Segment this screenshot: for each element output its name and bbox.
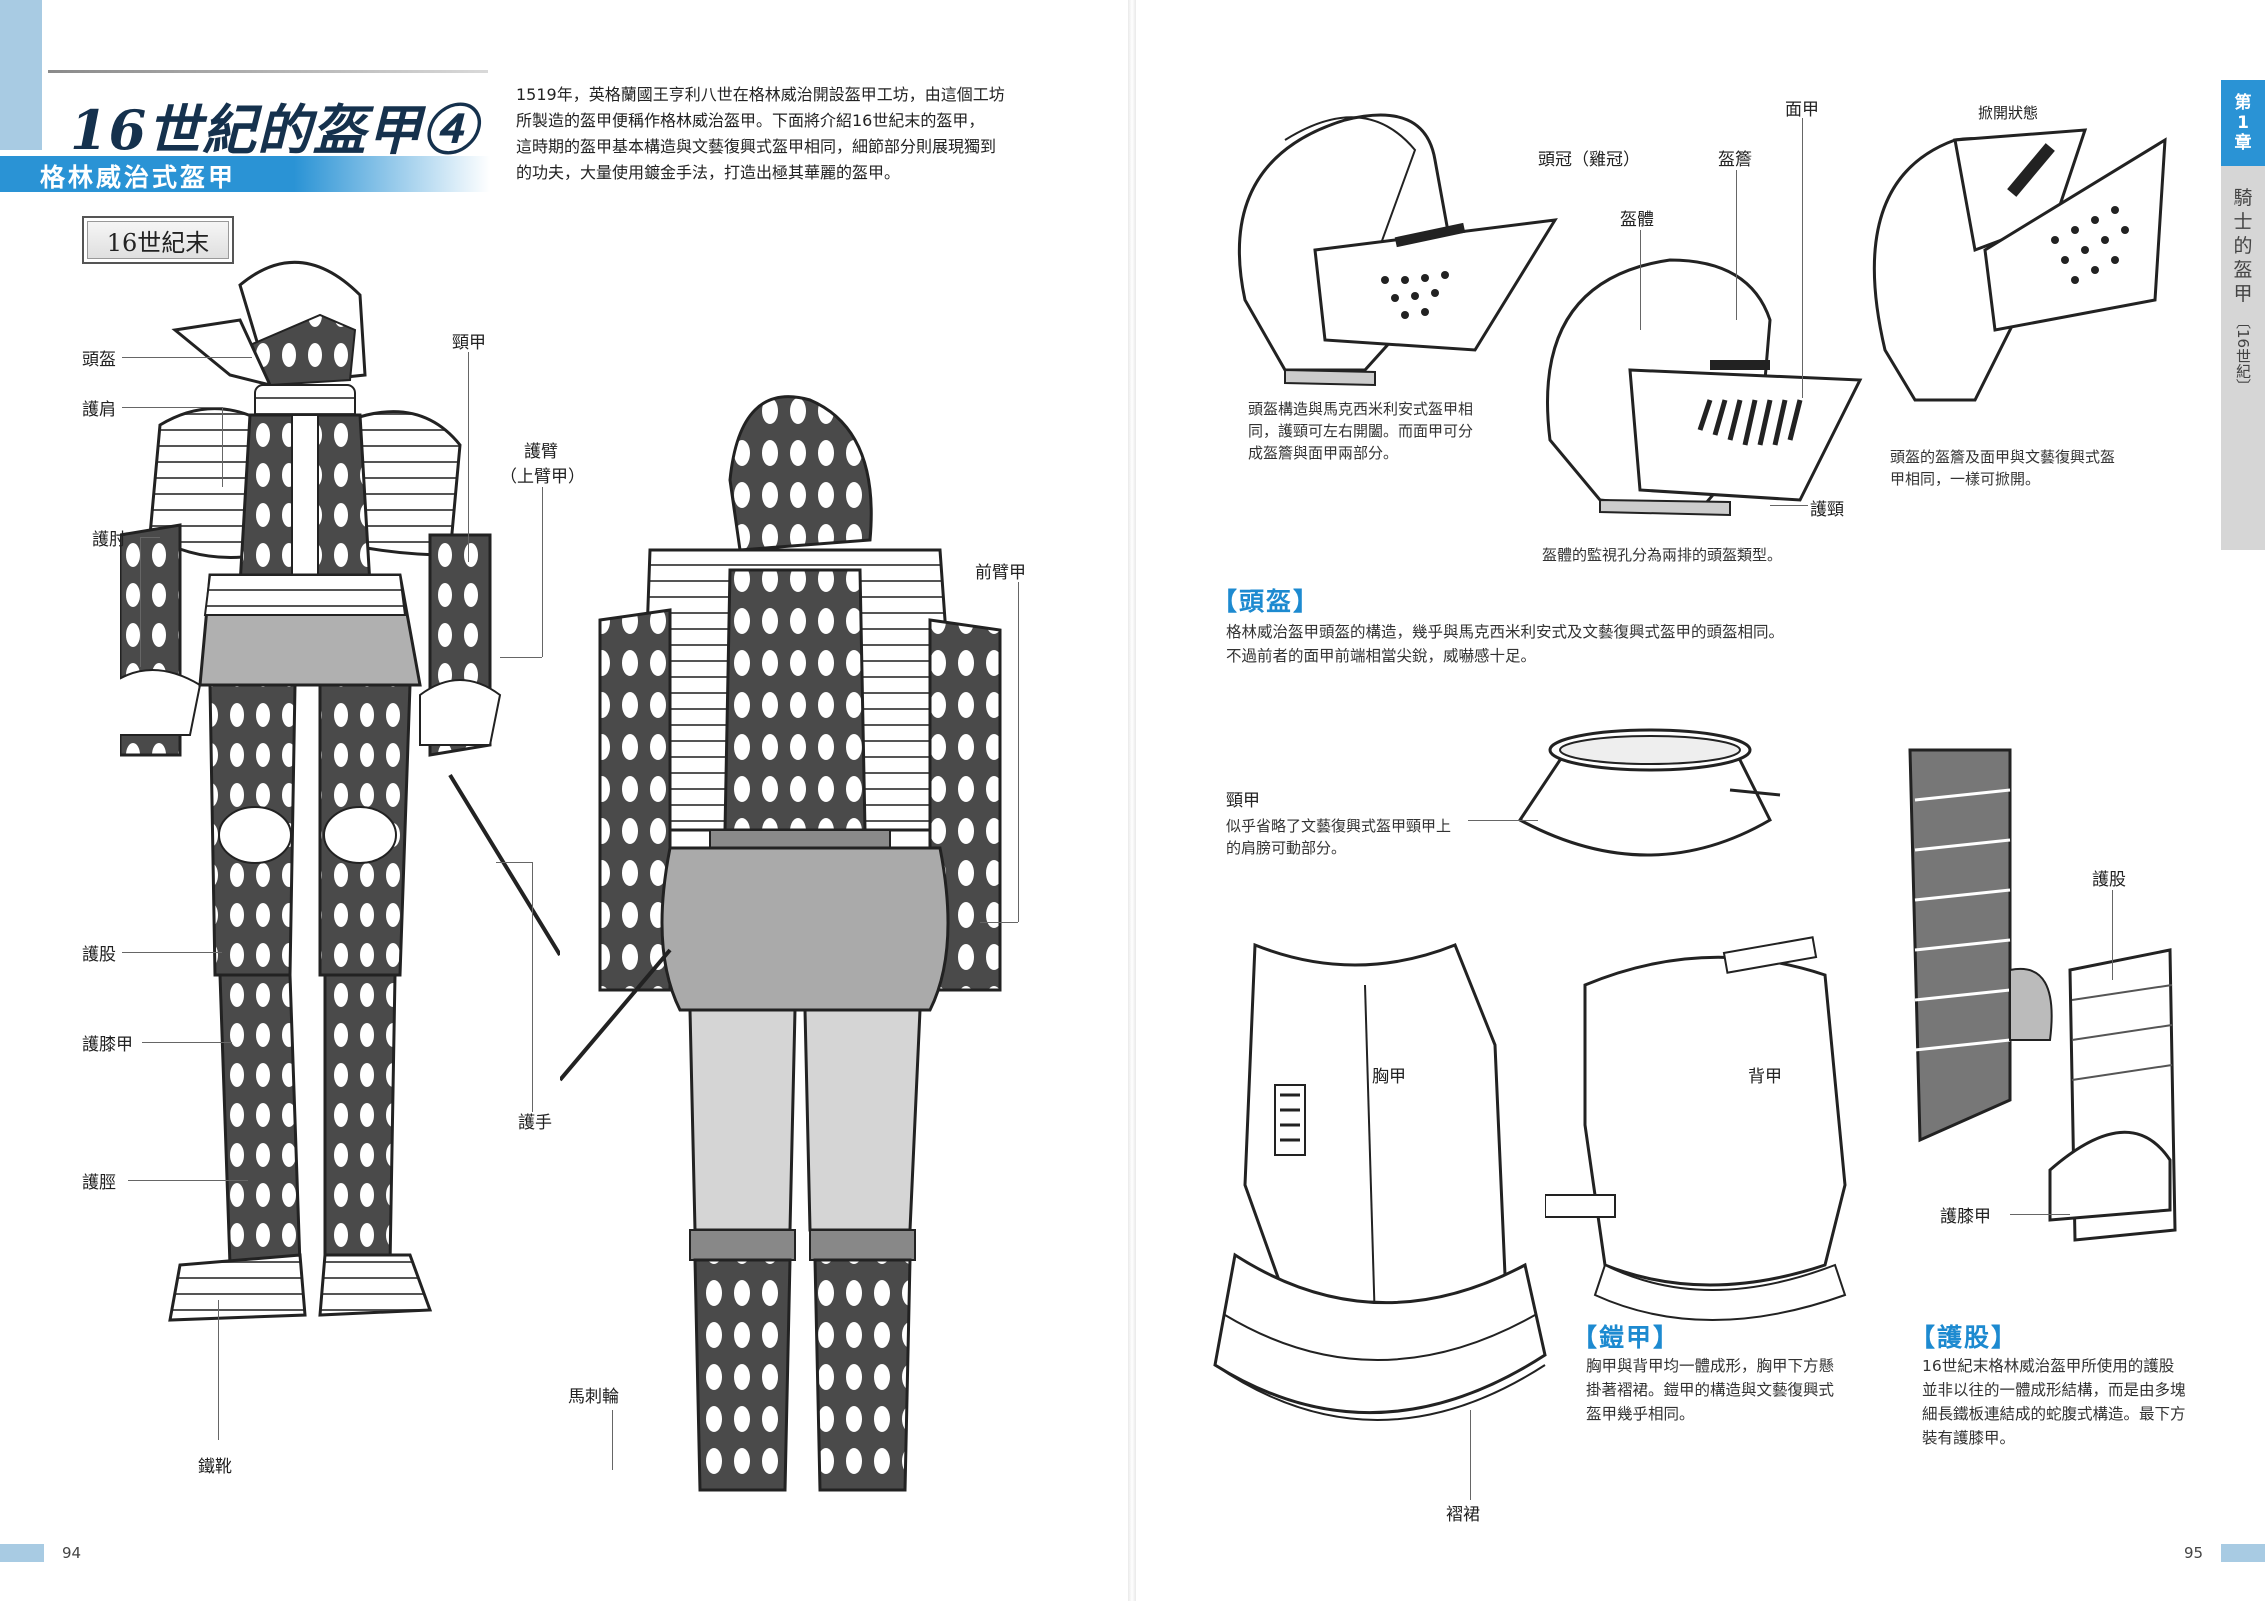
text-line: 掛著褶裙。鎧甲的構造與文藝復興式 <box>1586 1378 1834 1402</box>
leader-line <box>2010 1214 2070 1215</box>
section-text-helmet: 格林威治盔甲頭盔的構造，幾乎與馬克西米利安式及文藝復興式盔甲的頭盔相同。 不過前… <box>1226 620 1784 668</box>
chapter-char: 1 <box>2237 113 2249 133</box>
helmet-caption-3: 頭盔的盔簷及面甲與文藝復興式盔 甲相同，一樣可掀開。 <box>1890 446 2115 490</box>
label-crown: 頭冠（雞冠） <box>1538 145 1640 170</box>
text-line: 細長鐵板連結成的蛇腹式構造。最下方 <box>1922 1402 2186 1426</box>
text-line: 並非以往的一體成形結構，而是由多塊 <box>1922 1378 2186 1402</box>
caption-line: 甲相同，一樣可掀開。 <box>1890 468 2115 490</box>
helmet-illustration-3 <box>1855 100 2175 430</box>
chapter-title-char: 騎 <box>2221 186 2265 210</box>
caption-line: 同，護頸可左右開闔。而面甲可分 <box>1248 420 1473 442</box>
chapter-char: 章 <box>2235 133 2252 153</box>
leader-line <box>1736 170 1737 320</box>
helmet-illustration-1 <box>1225 100 1565 390</box>
leader-line <box>1468 820 1538 821</box>
footer-bar <box>2221 1544 2265 1562</box>
leader-line <box>1770 505 1808 506</box>
caption-line: 頭盔的盔簷及面甲與文藝復興式盔 <box>1890 446 2115 468</box>
chapter-title-char: 盔 <box>2221 258 2265 282</box>
text-line: 不過前者的面甲前端相當尖銳，威嚇感十足。 <box>1226 644 1784 668</box>
leader-line <box>2112 890 2113 980</box>
page-number: 95 <box>2184 1544 2203 1562</box>
leader-line <box>1802 118 1803 398</box>
label-opened: 掀開狀態 <box>1978 102 2038 123</box>
section-heading-helmet: 【頭盔】 <box>1212 582 1320 618</box>
label-breastplate: 胸甲 <box>1372 1062 1406 1087</box>
caption-line: 頭盔構造與馬克西米利安式盔甲相 <box>1248 398 1473 420</box>
leader-line <box>1640 230 1641 330</box>
label-cuisse-right: 護股 <box>2092 865 2126 890</box>
breastplate-illustration <box>1205 925 1575 1475</box>
chapter-subtitle: 〔16世紀〕 <box>2231 314 2255 393</box>
text-line: 16世紀末格林威治盔甲所使用的護股 <box>1922 1354 2186 1378</box>
caption-line: 成盔簷與面甲兩部分。 <box>1248 442 1473 464</box>
gorget-illustration <box>1500 720 1800 880</box>
label-poleyn-right: 護膝甲 <box>1940 1202 1991 1227</box>
section-heading-cuirass: 【鎧甲】 <box>1572 1318 1680 1354</box>
text-line: 格林威治盔甲頭盔的構造，幾乎與馬克西米利安式及文藝復興式盔甲的頭盔相同。 <box>1226 620 1784 644</box>
leader-line <box>1470 1410 1471 1500</box>
chapter-title-char: 甲 <box>2221 282 2265 306</box>
helmet-illustration-2 <box>1530 240 1870 520</box>
caption-line: 的肩膀可動部分。 <box>1226 837 1451 859</box>
label-backplate: 背甲 <box>1748 1062 1782 1087</box>
chapter-title-vertical: 騎 士 的 盔 甲 〔16世紀〕 <box>2221 186 2265 393</box>
caption-line: 似乎省略了文藝復興式盔甲頸甲上 <box>1226 815 1451 837</box>
text-line: 胸甲與背甲均一體成形，胸甲下方懸 <box>1586 1354 1834 1378</box>
label-bevor: 護頸 <box>1810 495 1844 520</box>
chapter-char: 第 <box>2235 93 2252 113</box>
label-tasset: 褶裙 <box>1446 1500 1480 1525</box>
helmet-caption-2: 盔體的監視孔分為兩排的頭盔類型。 <box>1542 544 1782 566</box>
section-text-cuisse: 16世紀末格林威治盔甲所使用的護股 並非以往的一體成形結構，而是由多塊 細長鐵板… <box>1922 1354 2186 1450</box>
label-visor: 面甲 <box>1785 95 1819 120</box>
label-gorget-right: 頸甲 <box>1226 786 1260 811</box>
text-line: 裝有護膝甲。 <box>1922 1426 2186 1450</box>
helmet-caption-1: 頭盔構造與馬克西米利安式盔甲相 同，護頸可左右開闔。而面甲可分 成盔簷與面甲兩部… <box>1248 398 1473 464</box>
chapter-title-char: 的 <box>2221 234 2265 258</box>
chapter-title-char: 士 <box>2221 210 2265 234</box>
chapter-number-tab: 第 1 章 <box>2221 80 2265 166</box>
section-heading-cuisse: 【護股】 <box>1910 1318 2018 1354</box>
label-upper-bevor: 盔簷 <box>1718 145 1752 170</box>
section-text-cuirass: 胸甲與背甲均一體成形，胸甲下方懸 掛著褶裙。鎧甲的構造與文藝復興式 盔甲幾乎相同… <box>1586 1354 1834 1426</box>
label-skull: 盔體 <box>1620 205 1654 230</box>
text-line: 盔甲幾乎相同。 <box>1586 1402 1834 1426</box>
gorget-caption: 似乎省略了文藝復興式盔甲頸甲上 的肩膀可動部分。 <box>1226 815 1451 859</box>
backplate-illustration <box>1545 925 1875 1325</box>
